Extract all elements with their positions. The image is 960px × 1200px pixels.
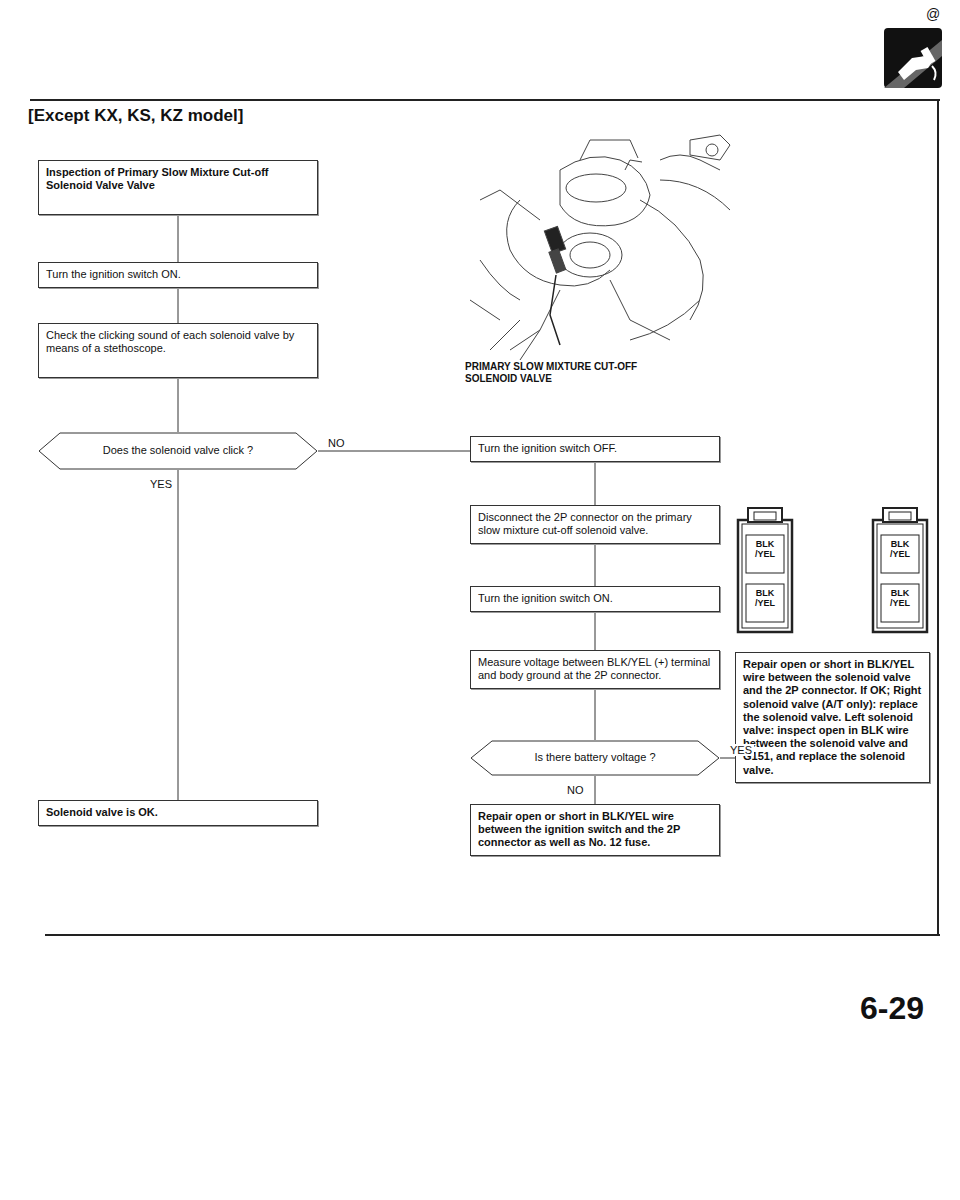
node-text: Turn the ignition switch ON. [478, 592, 712, 605]
node-text: Check the clicking sound of each solenoi… [46, 329, 310, 355]
flow-line [318, 451, 470, 452]
wire-color: BLK /YEL [747, 588, 783, 609]
flow-line [178, 378, 179, 432]
result-box: Repair open or short in BLK/YEL wire bet… [735, 652, 930, 783]
connector-2p [738, 508, 792, 632]
corner-mark: @ [926, 6, 950, 22]
start-box: Inspection of Primary Slow Mixture Cut-o… [38, 160, 318, 215]
decision-shape: Does the solenoid valve click ? [38, 432, 318, 470]
branch-label: YES [148, 478, 174, 490]
node-text: Turn the ignition switch ON. [46, 268, 310, 281]
process-box: Measure voltage between BLK/YEL (+) term… [470, 650, 720, 689]
page-number: 6-29 [860, 990, 950, 1027]
flow-line [178, 215, 179, 262]
flow-line [178, 288, 179, 323]
wire-color: BLK /YEL [882, 588, 918, 609]
process-box: Turn the ignition switch ON. [470, 586, 720, 612]
frame-line [30, 99, 940, 101]
branch-label: NO [326, 437, 347, 449]
flow-line [595, 776, 596, 804]
wire-color: BLK /YEL [747, 539, 783, 560]
node-text: Measure voltage between BLK/YEL (+) term… [478, 656, 712, 682]
node-text: Repair open or short in BLK/YEL wire bet… [743, 658, 922, 777]
process-box: Turn the ignition switch ON. [38, 262, 318, 288]
part-caption: PRIMARY SLOW MIXTURE CUT-OFF SOLENOID VA… [465, 361, 645, 384]
frame-line [937, 100, 939, 935]
flow-line [595, 544, 596, 586]
flow-line [595, 689, 596, 740]
section-icon [884, 28, 942, 88]
process-box: Check the clicking sound of each solenoi… [38, 323, 318, 378]
branch-label: YES [728, 744, 754, 756]
node-text: Inspection of Primary Slow Mixture Cut-o… [46, 166, 310, 192]
connector-2p [873, 508, 927, 632]
node-text: Does the solenoid valve click ? [103, 444, 253, 457]
flow-line [595, 612, 596, 650]
decision-shape: Is there battery voltage ? [470, 740, 720, 776]
branch-label: NO [565, 784, 586, 796]
result-box: Solenoid valve is OK. [38, 800, 318, 826]
node-text: Solenoid valve is OK. [46, 806, 310, 819]
process-box: Disconnect the 2P connector on the prima… [470, 505, 720, 544]
wire-color: BLK /YEL [882, 539, 918, 560]
flow-line [178, 470, 179, 800]
frame-line [45, 934, 940, 936]
node-text: Repair open or short in BLK/YEL wire bet… [478, 810, 712, 850]
process-box: Turn the ignition switch OFF. [470, 436, 720, 462]
result-box: Repair open or short in BLK/YEL wire bet… [470, 804, 720, 856]
flow-line [720, 758, 735, 759]
page-title: [Except KX, KS, KZ model] [28, 106, 243, 126]
node-text: Turn the ignition switch OFF. [478, 442, 712, 455]
engine-illustration [470, 135, 730, 360]
flow-line [595, 462, 596, 505]
node-text: Is there battery voltage ? [534, 751, 655, 764]
node-text: Disconnect the 2P connector on the prima… [478, 511, 712, 537]
